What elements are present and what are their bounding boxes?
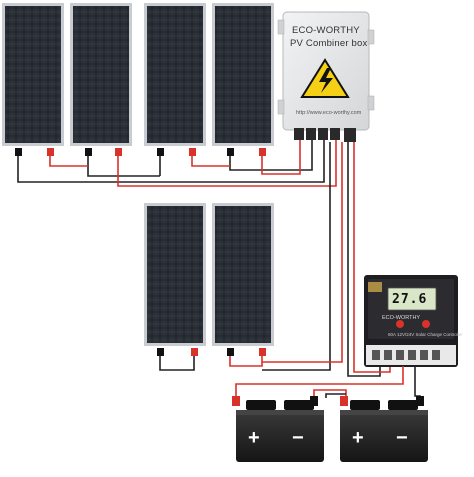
solar-panel-2 — [70, 3, 132, 146]
high-voltage-warning-icon — [300, 58, 350, 98]
solar-panel-5 — [144, 203, 206, 346]
pv-combiner-box — [277, 11, 375, 142]
middle-row-mc4-connectors — [157, 348, 266, 356]
top-row-mc4-connectors — [15, 148, 266, 156]
battery-2 — [340, 396, 428, 462]
battery-1 — [232, 396, 324, 462]
solar-panel-6 — [212, 203, 274, 346]
solar-panel-4 — [212, 3, 274, 146]
top-row-wiring — [17, 140, 337, 187]
middle-row-wiring — [159, 142, 391, 377]
battery-2-plus-label: + — [352, 427, 364, 449]
solar-panel-3 — [144, 3, 206, 146]
battery-1-minus-label: − — [292, 427, 304, 449]
battery-wiring — [235, 366, 421, 406]
charge-controller — [364, 275, 458, 367]
battery-1-plus-label: + — [248, 427, 260, 449]
battery-2-minus-label: − — [396, 427, 408, 449]
solar-panel-1 — [2, 3, 64, 146]
